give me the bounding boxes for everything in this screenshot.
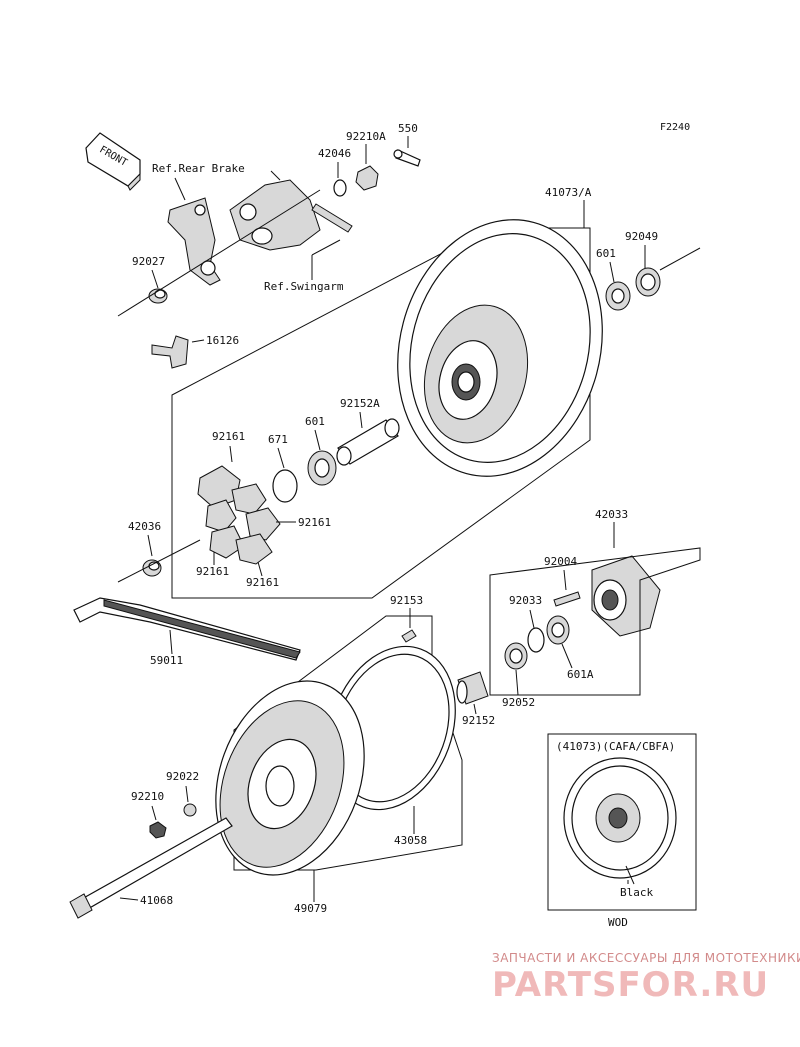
inset-variant-box: (41073)(CAFA/CBFA) Black <box>547 733 697 911</box>
stud-92004 <box>553 591 581 607</box>
watermark-tagline: ЗАПЧАСТИ И АКСЕССУАРЫ ДЛЯ МОТОТЕХНИКИ <box>492 951 800 965</box>
inset-title: (41073)(CAFA/CBFA) <box>556 740 675 753</box>
o-ring-671 <box>272 469 298 503</box>
part-92161-c-label: 92161 <box>196 565 229 578</box>
part-92022-label: 92022 <box>166 770 199 783</box>
top-fasteners <box>311 149 421 233</box>
drive-belt-59011 <box>73 597 301 661</box>
part-601-top-label: 601 <box>596 247 616 260</box>
part-59011-label: 59011 <box>150 654 183 667</box>
part-49079-label: 49079 <box>294 902 327 915</box>
bolt-92153 <box>401 629 417 643</box>
part-92033-label: 92033 <box>509 594 542 607</box>
pulley-49079 <box>215 680 365 876</box>
inset-region-label: WOD <box>608 916 628 929</box>
part-92161-d-label: 92161 <box>246 576 279 589</box>
ref-swingarm-label: Ref.Swingarm <box>264 280 344 293</box>
part-42033-label: 42033 <box>595 508 628 521</box>
part-671-label: 671 <box>268 433 288 446</box>
part-43058-label: 43058 <box>394 834 427 847</box>
collar-92152A <box>336 418 400 466</box>
inset-color-label: Black <box>620 886 653 899</box>
part-601-mid-label: 601 <box>305 415 325 428</box>
collar-92027 <box>148 288 168 304</box>
part-92210A-label: 92210A <box>346 130 386 143</box>
damper-rubbers-92161 <box>197 465 281 565</box>
collar-92152 <box>456 671 489 705</box>
part-92153-label: 92153 <box>390 594 423 607</box>
part-41068-label: 41068 <box>140 894 173 907</box>
axle-41068 <box>69 817 233 919</box>
front-arrow-icon: FRONT <box>85 132 141 191</box>
part-601A-label: 601A <box>567 668 594 681</box>
part-92161-b-label: 92161 <box>298 516 331 529</box>
part-92152-label: 92152 <box>462 714 495 727</box>
valve-16126 <box>151 335 189 369</box>
part-92049-label: 92049 <box>625 230 658 243</box>
part-92152A-label: 92152A <box>340 397 380 410</box>
nut-92210 <box>149 821 167 839</box>
snap-ring-92033 <box>527 627 545 653</box>
rear-wheel <box>397 219 603 477</box>
part-92027-label: 92027 <box>132 255 165 268</box>
part-42046-label: 42046 <box>318 147 351 160</box>
part-92161-a-label: 92161 <box>212 430 245 443</box>
seal-92052 <box>504 642 528 670</box>
seal-92049 <box>635 267 661 297</box>
part-92052-label: 92052 <box>502 696 535 709</box>
bearing-601-mid <box>307 450 337 486</box>
bearing-601-top <box>605 281 631 311</box>
part-42036-label: 42036 <box>128 520 161 533</box>
figure-code: F2240 <box>660 122 690 133</box>
watermark-brand: PARTSFOR.RU <box>492 965 769 1005</box>
ref-rear-brake-label: Ref.Rear Brake <box>152 162 245 175</box>
part-92004-label: 92004 <box>544 555 577 568</box>
part-92210-label: 92210 <box>131 790 164 803</box>
part-41073A-label: 41073/A <box>545 186 592 199</box>
part-550-label: 550 <box>398 122 418 135</box>
part-16126-label: 16126 <box>206 334 239 347</box>
collar-42036 <box>142 559 162 577</box>
sprocket-hub-42033 <box>591 555 661 637</box>
bearing-601A <box>546 615 570 645</box>
washer-92022 <box>183 803 197 817</box>
brake-bracket <box>167 179 321 286</box>
